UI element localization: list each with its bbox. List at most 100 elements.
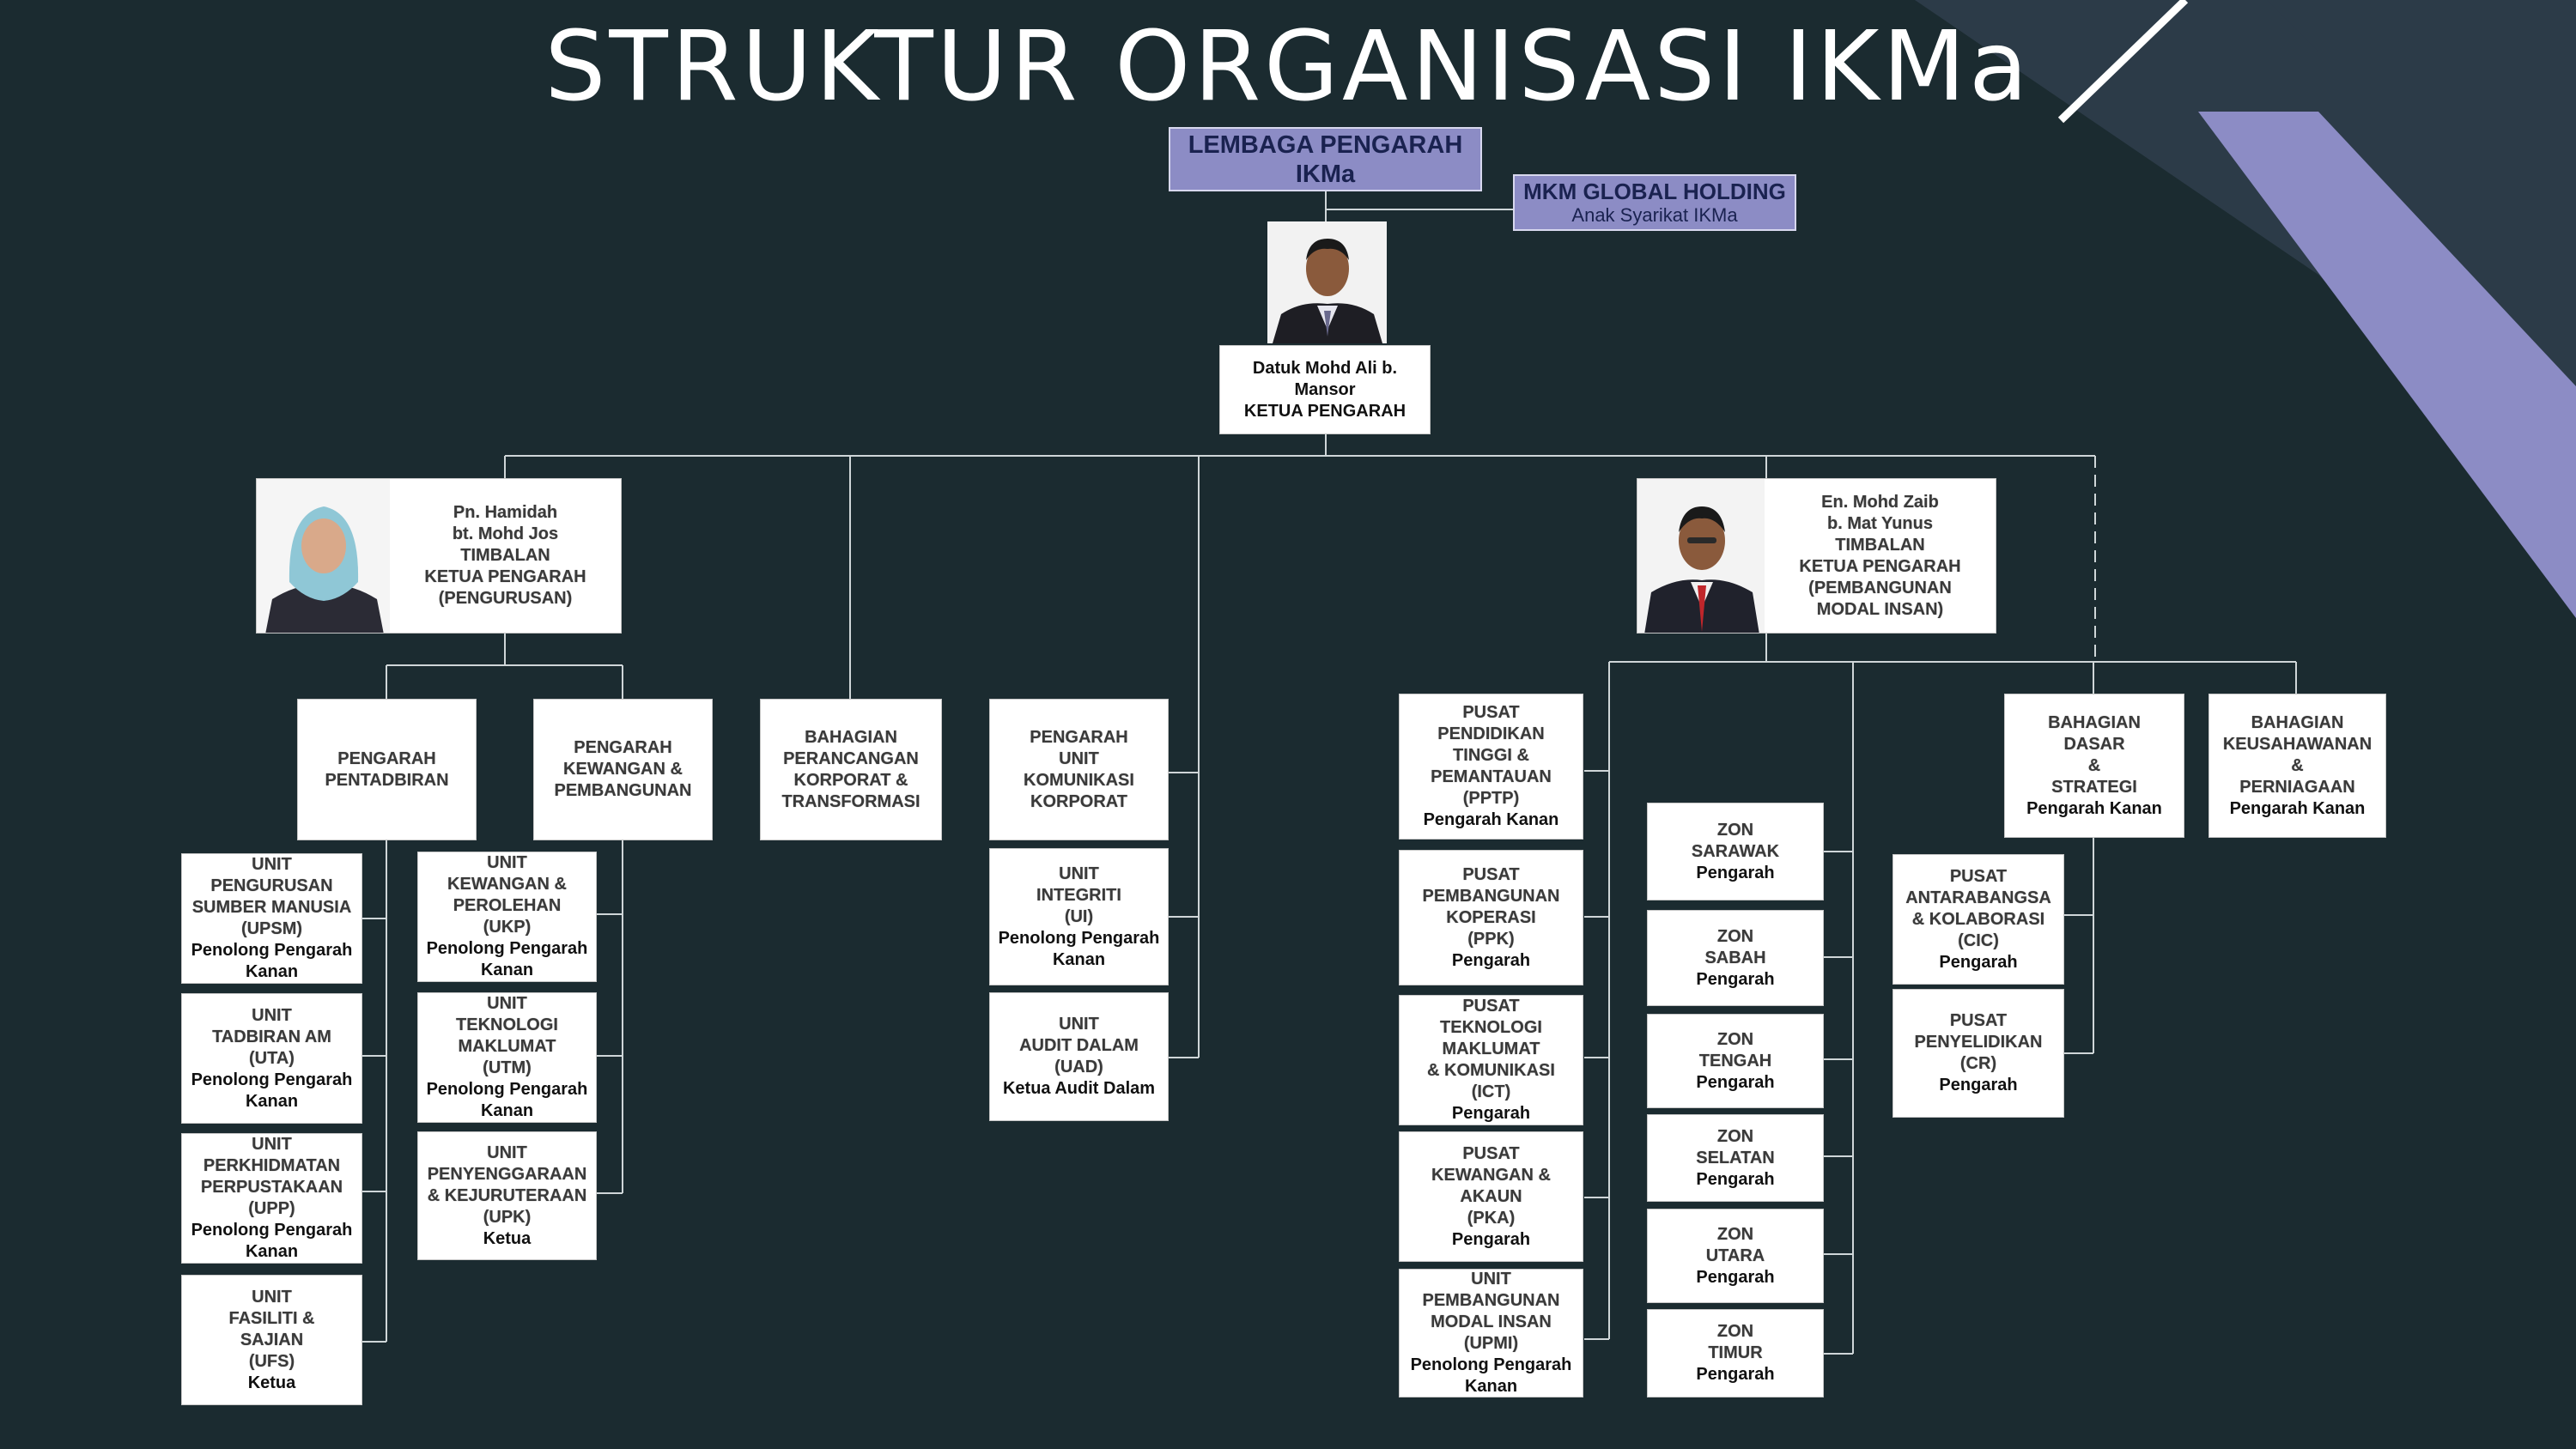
- unit-ui-box: UNIT INTEGRITI (UI) Penolong Pengarah Ka…: [989, 848, 1169, 985]
- centre-ppk-line3: KOPERASI: [1446, 907, 1536, 927]
- unit-uta-line4: Penolong Pengarah: [191, 1070, 353, 1089]
- business-division-line2: KEUSAHAWANAN: [2222, 734, 2372, 754]
- strategy-division-line4: STRATEGI: [2051, 777, 2137, 797]
- centre-cr-line1: PUSAT: [1949, 1011, 2008, 1030]
- centre-ppk-box: PUSAT PEMBANGUNAN KOPERASI (PPK) Pengara…: [1399, 850, 1583, 985]
- strategy-division-box: BAHAGIAN DASAR & STRATEGI Pengarah Kanan: [2004, 694, 2184, 838]
- centre-pptp-line6: Pengarah Kanan: [1423, 810, 1559, 829]
- centre-pptp-line2: PENDIDIKAN: [1437, 724, 1545, 743]
- subsidiary-note: Anak Syarikat IKMa: [1571, 204, 1738, 226]
- zone-selatan-box: ZON SELATAN Pengarah: [1647, 1114, 1824, 1202]
- corporate-comms-line1: PENGARAH: [1030, 727, 1128, 747]
- admin-director-line1: PENGARAH: [337, 749, 436, 768]
- centre-ppk-line4: (PPK): [1467, 929, 1515, 949]
- deputy-management-role-line2: KETUA PENGARAH: [424, 567, 586, 586]
- centre-pptp-line5: (PPTP): [1462, 789, 1520, 808]
- unit-upp-line1: UNIT: [252, 1135, 292, 1154]
- unit-uta-box: UNIT TADBIRAN AM (UTA) Penolong Pengarah…: [181, 993, 362, 1124]
- unit-ufs-line5: Ketua: [247, 1373, 296, 1392]
- centre-cic-line2: ANTARABANGSA: [1905, 888, 2051, 907]
- portrait-man-red-tie-icon: [1637, 479, 1765, 633]
- unit-upsm-line5: Penolong Pengarah: [191, 941, 353, 960]
- portrait-woman-hijab-icon: [257, 479, 390, 633]
- centre-ict-line1: PUSAT: [1462, 997, 1520, 1016]
- strategy-division-line1: BAHAGIAN: [2048, 712, 2141, 732]
- deputy-human-capital-role-line3: (PEMBANGUNAN: [1808, 578, 1952, 597]
- deputy-human-capital-role-line1: TIMBALAN: [1835, 535, 1925, 555]
- deputy-management-box: Pn. Hamidah bt. Mohd Jos TIMBALAN KETUA …: [390, 478, 622, 634]
- centre-ict-line2: TEKNOLOGI: [1440, 1018, 1542, 1037]
- zone-timur-line3: Pengarah: [1696, 1365, 1775, 1384]
- zone-timur-line2: TIMUR: [1708, 1343, 1763, 1362]
- zone-sarawak-line2: SARAWAK: [1691, 841, 1780, 861]
- unit-upp-line2: PERKHIDMATAN: [203, 1156, 341, 1175]
- unit-upmi-line3: MODAL INSAN: [1431, 1313, 1552, 1331]
- unit-ui-line3: (UI): [1064, 906, 1094, 926]
- unit-utm-line3: MAKLUMAT: [458, 1037, 556, 1056]
- business-division-line3: &: [2291, 755, 2304, 775]
- corporate-comms-line2: UNIT: [1059, 749, 1099, 768]
- unit-uad-line4: Ketua Audit Dalam: [1002, 1079, 1156, 1098]
- chairman-name-line1: Datuk Mohd Ali b.: [1252, 358, 1398, 378]
- unit-uta-line5: Kanan: [245, 1091, 299, 1111]
- centre-pka-box: PUSAT KEWANGAN & AKAUN (PKA) Pengarah: [1399, 1131, 1583, 1262]
- unit-upk-line1: UNIT: [487, 1143, 527, 1162]
- centre-pptp-line4: PEMANTAUAN: [1431, 767, 1552, 786]
- business-division-line1: BAHAGIAN: [2251, 712, 2344, 732]
- deputy-human-capital-name-line1: En. Mohd Zaib: [1821, 492, 1939, 512]
- subsidiary-box: MKM GLOBAL HOLDING Anak Syarikat IKMa: [1513, 174, 1796, 231]
- zone-tengah-box: ZON TENGAH Pengarah: [1647, 1014, 1824, 1108]
- unit-ukp-line2: KEWANGAN &: [447, 875, 567, 894]
- zone-tengah-line2: TENGAH: [1698, 1051, 1772, 1070]
- unit-ufs-line2: FASILITI &: [228, 1308, 315, 1328]
- centre-pka-line3: AKAUN: [1460, 1186, 1522, 1206]
- unit-upsm-line1: UNIT: [252, 855, 292, 874]
- zone-sabah-box: ZON SABAH Pengarah: [1647, 910, 1824, 1006]
- corner-shape-small: [2267, 0, 2370, 52]
- unit-uta-line2: TADBIRAN AM: [212, 1027, 331, 1046]
- subsidiary-name: MKM GLOBAL HOLDING: [1523, 179, 1786, 204]
- unit-ukp-box: UNIT KEWANGAN & PEROLEHAN (UKP) Penolong…: [417, 852, 597, 982]
- deputy-human-capital-photo: [1637, 478, 1765, 634]
- finance-director-line3: PEMBANGUNAN: [554, 781, 692, 800]
- admin-director-box: PENGARAH PENTADBIRAN: [297, 699, 477, 840]
- zone-timur-box: ZON TIMUR Pengarah: [1647, 1309, 1824, 1397]
- finance-director-line1: PENGARAH: [574, 738, 672, 757]
- centre-ict-line3: MAKLUMAT: [1442, 1040, 1540, 1058]
- unit-ufs-line3: SAJIAN: [240, 1330, 304, 1349]
- unit-ufs-box: UNIT FASILITI & SAJIAN (UFS) Ketua: [181, 1275, 362, 1405]
- unit-upsm-line3: SUMBER MANUSIA: [191, 898, 352, 917]
- business-division-line5: Pengarah Kanan: [2229, 798, 2366, 818]
- unit-upk-line4: (UPK): [483, 1207, 532, 1227]
- portrait-man-suit-icon: [1267, 221, 1387, 343]
- unit-upk-line5: Ketua: [483, 1228, 532, 1248]
- deputy-human-capital-role-line4: MODAL INSAN): [1816, 599, 1944, 619]
- zone-tengah-line1: ZON: [1716, 1029, 1754, 1049]
- deputy-management-photo: [256, 478, 391, 634]
- centre-pptp-line1: PUSAT: [1462, 703, 1520, 722]
- unit-upmi-line1: UNIT: [1471, 1270, 1511, 1288]
- zone-sarawak-line1: ZON: [1716, 820, 1754, 840]
- centre-ict-line5: (ICT): [1471, 1082, 1511, 1101]
- unit-uad-line3: (UAD): [1054, 1058, 1103, 1076]
- centre-cic-line1: PUSAT: [1949, 866, 2008, 886]
- unit-upp-line3: PERPUSTAKAAN: [200, 1178, 343, 1197]
- planning-division-line4: TRANSFORMASI: [781, 791, 920, 811]
- centre-ppk-line1: PUSAT: [1462, 864, 1520, 884]
- zone-utara-line2: UTARA: [1705, 1246, 1765, 1265]
- unit-upk-line3: & KEJURUTERAAN: [427, 1185, 587, 1205]
- unit-upk-line2: PENYENGGARAAN: [427, 1164, 587, 1184]
- centre-pka-line2: KEWANGAN &: [1431, 1165, 1551, 1185]
- unit-upmi-line2: PEMBANGUNAN: [1422, 1291, 1560, 1310]
- zone-sabah-line3: Pengarah: [1696, 969, 1775, 989]
- unit-ukp-line5: Penolong Pengarah: [426, 939, 588, 958]
- corporate-comms-line3: KOMUNIKASI: [1024, 770, 1134, 790]
- unit-ukp-line3: PEROLEHAN: [453, 896, 562, 915]
- centre-cic-box: PUSAT ANTARABANGSA & KOLABORASI (CIC) Pe…: [1893, 854, 2064, 985]
- unit-utm-line4: (UTM): [483, 1058, 532, 1077]
- unit-ui-line5: Kanan: [1052, 949, 1106, 969]
- centre-cr-line2: PENYELIDIKAN: [1914, 1033, 2043, 1052]
- centre-pptp-line3: TINGGI &: [1453, 746, 1529, 765]
- planning-division-line3: KORPORAT &: [793, 770, 908, 790]
